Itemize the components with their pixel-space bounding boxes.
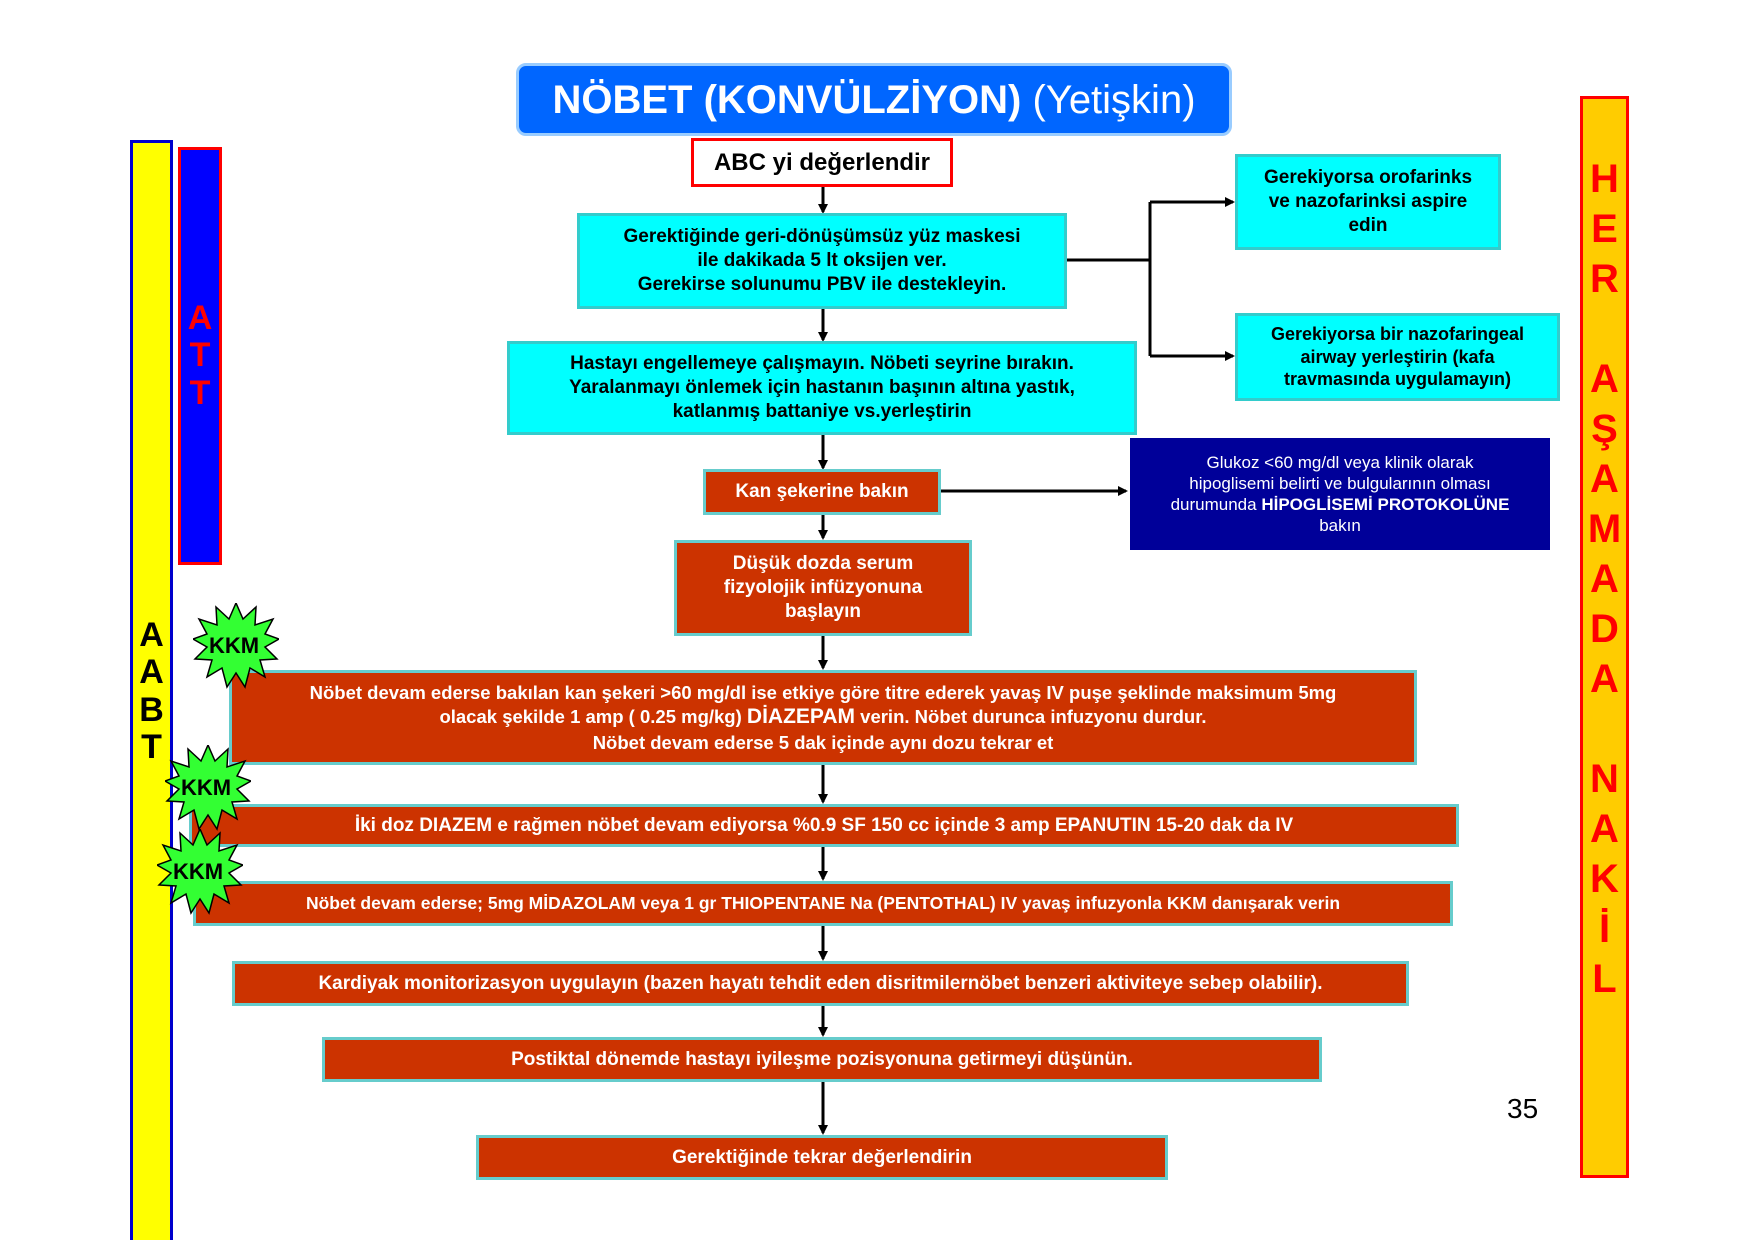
hypoglycemia-protocol: HİPOGLİSEMİ PROTOKOLÜNE — [1261, 495, 1510, 514]
step-serum-line: fizyolojik infüzyonuna — [723, 577, 923, 599]
side-glucose-pre: durumunda — [1170, 495, 1262, 514]
kkm-label: KKM — [208, 633, 260, 658]
aabt-letter: A — [139, 615, 164, 654]
step-sugar: Kan şekerine bakın — [703, 469, 941, 515]
her-asamada-nakil-bar: H E R A Ş A M A D A N A K İ L — [1580, 96, 1629, 1178]
step-monitor-text: Kardiyak monitorizasyon uygulayın (bazen… — [318, 972, 1323, 994]
side-airway-line: airway yerleştirin (kafa — [1300, 346, 1495, 367]
step-postictal-text: Postiktal dönemde hastayı iyileşme pozis… — [511, 1048, 1133, 1070]
her-letter: A — [1590, 557, 1619, 601]
step-oxygen: Gerektiğinde geri-dönüşümsüz yüz maskesi… — [577, 213, 1067, 309]
step-reassess: Gerektiğinde tekrar değerlendirin — [476, 1135, 1168, 1180]
step-postictal: Postiktal dönemde hastayı iyileşme pozis… — [322, 1037, 1322, 1082]
her-letter: K — [1590, 857, 1619, 901]
her-letter: A — [1590, 457, 1619, 501]
att-letter: T — [189, 373, 211, 412]
her-letter: İ — [1598, 907, 1611, 951]
step-oxygen-line: ile dakikada 5 lt oksijen ver. — [697, 250, 947, 272]
att-bar: A T T — [178, 147, 222, 565]
side-glucose-line: bakın — [1319, 516, 1361, 536]
step-abc: ABC yi değerlendir — [691, 138, 953, 187]
page-title: NÖBET (KONVÜLZİYON) (Yetişkin) — [516, 63, 1232, 136]
step-epanutin-text: İki doz DIAZEM e rağmen nöbet devam ediy… — [354, 814, 1294, 836]
side-glucose: Glukoz <60 mg/dl veya klinik olarak hipo… — [1130, 438, 1550, 550]
aabt-letter: T — [141, 727, 162, 766]
step-midazolam-text: Nöbet devam ederse; 5mg MİDAZOLAM veya 1… — [305, 892, 1341, 913]
side-glucose-line: durumunda HİPOGLİSEMİ PROTOKOLÜNE — [1171, 494, 1510, 515]
her-letter: A — [1590, 657, 1619, 701]
side-aspire-line: Gerekiyorsa orofarinks — [1263, 167, 1473, 189]
step-restrain-line: katlanmış battaniye vs.yerleştirin — [672, 400, 972, 422]
her-letter: L — [1592, 957, 1617, 1001]
her-letter: A — [1590, 807, 1619, 851]
step-midazolam: Nöbet devam ederse; 5mg MİDAZOLAM veya 1… — [193, 881, 1453, 926]
step-oxygen-line: Gerektiğinde geri-dönüşümsüz yüz maskesi — [623, 226, 1021, 248]
aabt-letter: A — [139, 653, 164, 692]
kkm-starburst-icon — [165, 745, 251, 831]
her-letter: E — [1591, 207, 1618, 251]
diazepam-pre: olacak şekilde 1 amp ( 0.25 mg/kg) — [439, 706, 747, 728]
page-number: 35 — [1507, 1093, 1539, 1124]
her-letter: N — [1590, 757, 1619, 801]
side-airway-line: travmasında uygulamayın) — [1283, 369, 1512, 390]
att-letter: A — [187, 298, 213, 337]
step-reassess-text: Gerektiğinde tekrar değerlendirin — [672, 1146, 972, 1168]
side-aspire: Gerekiyorsa orofarinks ve nazofarinksi a… — [1235, 154, 1501, 250]
kkm-label: KKM — [180, 775, 232, 800]
step-diazepam-line: olacak şekilde 1 amp ( 0.25 mg/kg) DİAZE… — [439, 704, 1206, 730]
side-aspire-line: ve nazofarinksi aspire — [1268, 191, 1468, 213]
step-monitor: Kardiyak monitorizasyon uygulayın (bazen… — [232, 961, 1409, 1006]
step-serum-line: başlayın — [784, 600, 862, 622]
step-abc-text: ABC yi değerlendir — [713, 148, 931, 176]
kkm-starburst-icon — [157, 829, 243, 915]
step-oxygen-line: Gerekirse solunumu PBV ile destekleyin. — [637, 273, 1007, 295]
step-sugar-text: Kan şekerine bakın — [735, 481, 909, 503]
kkm-starburst-icon — [193, 603, 279, 689]
diazepam-drug: DİAZEPAM — [746, 705, 856, 729]
her-letter: R — [1590, 257, 1619, 301]
att-letter: T — [189, 336, 211, 375]
aabt-letter: B — [139, 690, 164, 729]
aabt-bar: A A B T — [130, 140, 173, 1240]
step-restrain: Hastayı engellemeye çalışmayın. Nöbeti s… — [507, 341, 1137, 435]
her-letter: D — [1590, 607, 1619, 651]
title-bold: NÖBET (KONVÜLZİYON) — [552, 77, 1022, 122]
side-glucose-line: Glukoz <60 mg/dl veya klinik olarak — [1206, 452, 1474, 472]
her-letter: H — [1590, 157, 1619, 201]
side-airway-line: Gerekiyorsa bir nazofaringeal — [1270, 324, 1525, 345]
side-airway: Gerekiyorsa bir nazofaringeal airway yer… — [1235, 313, 1560, 401]
step-restrain-line: Hastayı engellemeye çalışmayın. Nöbeti s… — [570, 353, 1074, 375]
her-letter: M — [1587, 507, 1622, 551]
step-diazepam-line: Nöbet devam ederse bakılan kan şekeri >6… — [309, 682, 1337, 704]
kkm-label: KKM — [172, 859, 224, 884]
side-aspire-line: edin — [1348, 214, 1388, 236]
step-serum-line: Düşük dozda serum — [732, 553, 914, 575]
her-letter: A — [1590, 357, 1619, 401]
title-light: (Yetişkin) — [1032, 77, 1196, 122]
step-diazepam: Nöbet devam ederse bakılan kan şekeri >6… — [229, 670, 1417, 765]
step-restrain-line: Yaralanmayı önlemek için hastanın başını… — [569, 377, 1075, 399]
side-glucose-line: hipoglisemi belirti ve bulgularının olma… — [1189, 473, 1491, 493]
step-serum: Düşük dozda serum fizyolojik infüzyonuna… — [674, 540, 972, 636]
diazepam-post: verin. Nöbet durunca infuzyonu durdur. — [855, 706, 1207, 728]
her-letter: Ş — [1591, 407, 1618, 451]
step-epanutin: İki doz DIAZEM e rağmen nöbet devam ediy… — [189, 804, 1459, 847]
step-diazepam-line: Nöbet devam ederse 5 dak içinde aynı doz… — [592, 731, 1054, 753]
